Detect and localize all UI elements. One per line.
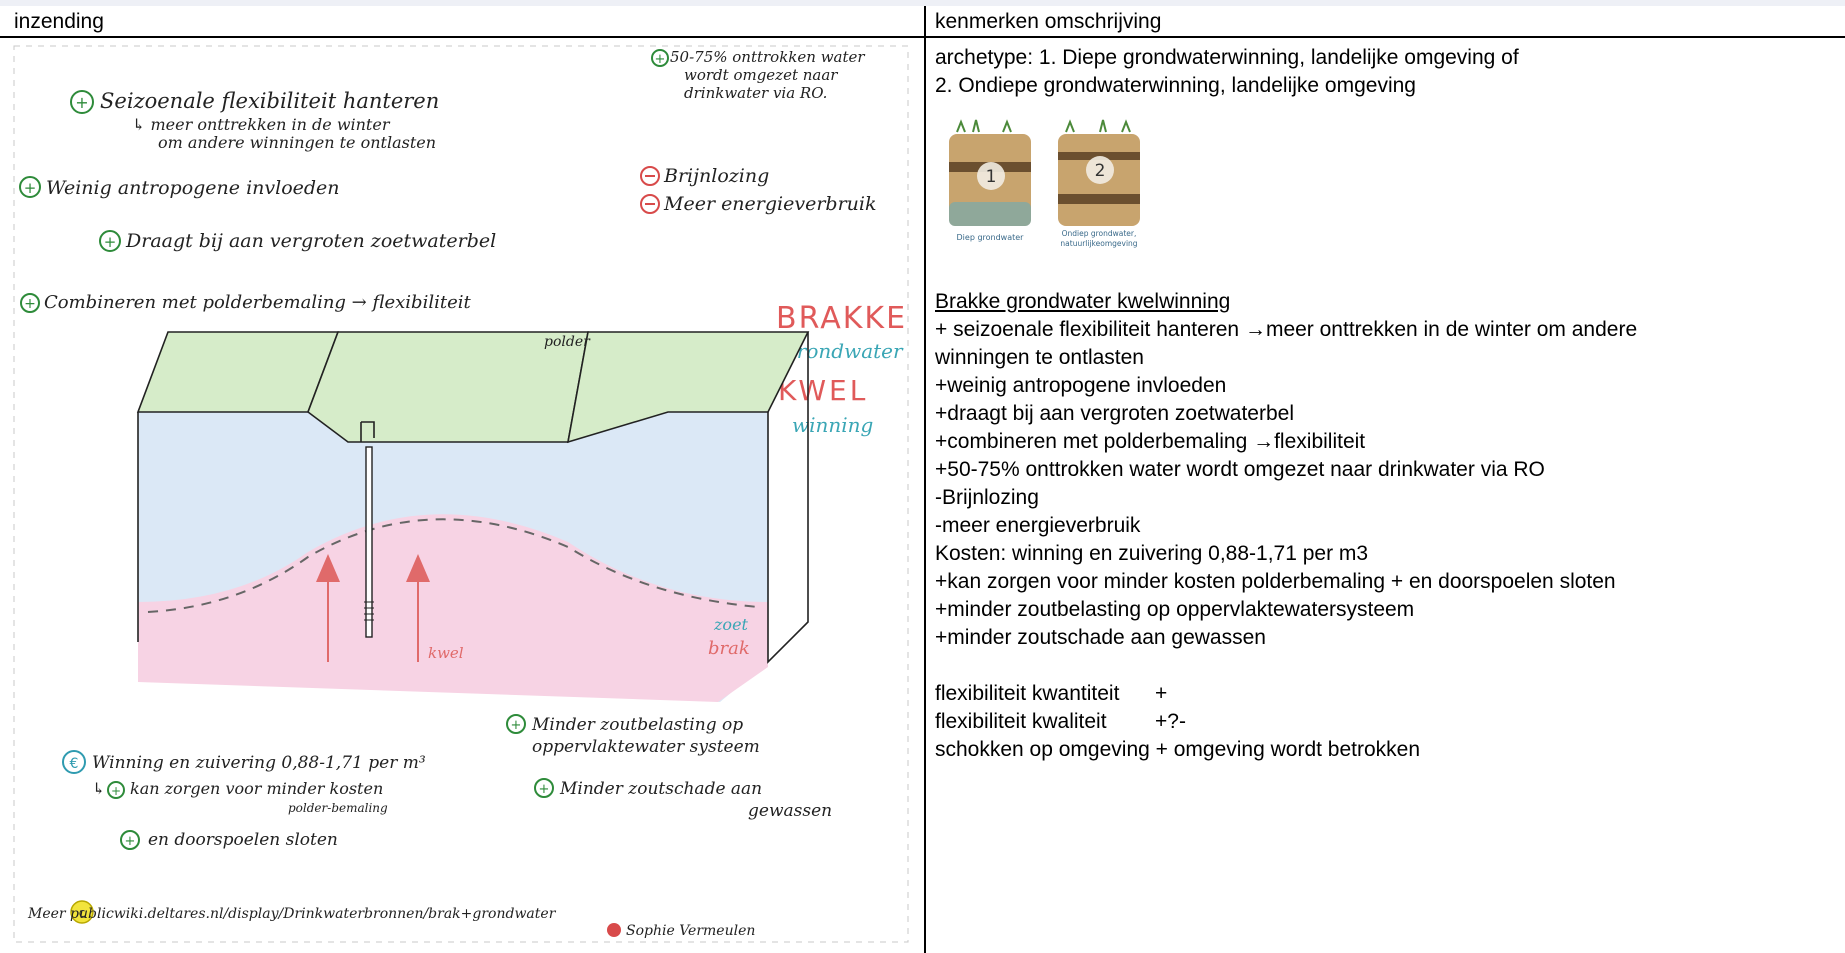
archetype-line-2: 2. Ondiepe grondwaterwinning, landelijke… xyxy=(935,74,1416,97)
label-zoet: zoet xyxy=(713,615,749,634)
copyright-circle-icon xyxy=(607,923,621,937)
description-column: archetype: 1. Diepe grondwaterwinning, l… xyxy=(935,44,1835,764)
svg-text:€: € xyxy=(70,756,79,772)
note-seizoenale: Seizoenale flexibiliteit hanteren xyxy=(100,89,439,113)
svg-text:+: + xyxy=(24,296,36,312)
euro-circle-icon: € xyxy=(62,750,86,774)
note-brijnlozing: Brijnlozing xyxy=(663,165,769,187)
thumb2-caption-2: natuurlijkeomgeving xyxy=(1060,239,1137,248)
svg-text:+: + xyxy=(539,782,550,797)
svg-text:+: + xyxy=(75,93,88,112)
note-minder-zoutschade: Minder zoutschade aan xyxy=(559,779,762,799)
plus-circle-icon: + xyxy=(70,90,94,114)
title-winning: winning xyxy=(792,413,873,437)
flex-quantity-label: flexibiliteit kwantiteit xyxy=(935,682,1120,705)
note-wordt-omgezet: wordt omgezet naar xyxy=(684,66,838,84)
svg-text:+: + xyxy=(125,834,136,849)
flex-quantity-row: flexibiliteit kwantiteit + xyxy=(935,680,1835,708)
author-name: Sophie Vermeulen xyxy=(626,923,755,939)
desc-line: +minder zoutschade aan gewassen xyxy=(935,626,1266,649)
arrow-glyph: ↳ xyxy=(92,779,105,798)
top-border-fill xyxy=(0,0,1845,6)
upward-arrow-icon xyxy=(316,554,340,662)
sketch-image: + Seizoenale flexibiliteit hanteren ↳ me… xyxy=(8,42,914,947)
plus-circle-icon: + xyxy=(107,781,125,799)
desc-line: +draagt bij aan vergroten zoetwaterbel xyxy=(935,402,1294,425)
desc-line: +minder zoutbelasting op oppervlaktewate… xyxy=(935,598,1415,621)
plus-circle-icon: + xyxy=(506,714,526,734)
note-polder-bemaling: polder-bemaling xyxy=(288,801,388,815)
label-polder: polder xyxy=(544,334,591,350)
plus-circle-icon: + xyxy=(20,293,40,313)
note-50-75: 50-75% onttrokken water xyxy=(670,48,865,66)
note-doorspoelen: en doorspoelen sloten xyxy=(148,830,338,850)
note-oppervlaktewater: oppervlaktewater systeem xyxy=(532,737,760,757)
note-minder-kosten: kan zorgen voor minder kosten xyxy=(130,779,383,798)
plus-circle-icon: + xyxy=(19,176,41,198)
desc-line: +50-75% onttrokken water wordt omgezet n… xyxy=(935,458,1545,481)
column-divider xyxy=(924,6,926,953)
copyright-circle-icon: c xyxy=(70,900,94,924)
note-energie: Meer energieverbruik xyxy=(663,193,877,215)
archetype-thumbnail-2: 2 Ondiep grondwater, natuurlijkeomgeving xyxy=(1052,110,1147,252)
shocks-line: schokken op omgeving + omgeving wordt be… xyxy=(935,738,1421,761)
header-divider xyxy=(0,36,1845,38)
plus-circle-icon: + xyxy=(120,830,140,850)
desc-line: + seizoenale flexibiliteit hanteren →mee… xyxy=(935,318,1638,341)
title-brakke: BRAKKE xyxy=(776,301,907,336)
svg-text:+: + xyxy=(511,718,522,733)
desc-line: +kan zorgen voor minder kosten polderbem… xyxy=(935,570,1616,593)
plus-circle-icon: + xyxy=(651,49,669,67)
title-kwel: KWEL xyxy=(778,374,868,407)
plus-circle-icon: + xyxy=(534,778,554,798)
flex-quality-row: flexibiliteit kwaliteit +?- xyxy=(935,708,1835,736)
plus-circle-icon: + xyxy=(99,230,121,252)
title-grondwater: grondwater xyxy=(784,339,904,363)
thumb2-number: 2 xyxy=(1095,161,1106,181)
polder-diagram: polder zoet brak kwel xyxy=(136,331,810,702)
desc-line: winningen te ontlasten xyxy=(935,346,1144,369)
note-andere-winningen: om andere winningen te ontlasten xyxy=(158,133,436,152)
footer-link-text: Meer publicwiki.deltares.nl/display/Drin… xyxy=(27,906,557,922)
archetype-thumbnails: 1 Diep grondwater 2 Ondiep grondwater, n… xyxy=(943,110,1835,252)
svg-text:+: + xyxy=(111,784,121,798)
note-combineren: Combineren met polderbemaling → flexibil… xyxy=(44,292,471,313)
note-meer-onttrekken: ↳ meer onttrekken in de winter xyxy=(132,115,391,134)
note-minder-zoutbelasting: Minder zoutbelasting op xyxy=(531,715,743,735)
desc-line: +weinig antropogene invloeden xyxy=(935,374,1227,397)
note-draagt-bij: Draagt bij aan vergroten zoetwaterbel xyxy=(125,230,496,252)
thumb1-caption: Diep grondwater xyxy=(957,233,1025,242)
archetype-line-1: archetype: 1. Diepe grondwaterwinning, l… xyxy=(935,46,1519,69)
flex-quality-value: +?- xyxy=(1155,710,1186,733)
flex-quantity-value: + xyxy=(1155,682,1168,705)
note-weinig: Weinig antropogene invloeden xyxy=(46,177,340,199)
desc-line: +combineren met polderbemaling →flexibil… xyxy=(935,430,1366,453)
svg-text:+: + xyxy=(24,179,37,197)
desc-line: -meer energieverbruik xyxy=(935,514,1141,537)
archetype-thumbnail-1: 1 Diep grondwater xyxy=(943,110,1038,252)
label-brak: brak xyxy=(708,638,750,659)
minus-circle-icon xyxy=(640,194,660,214)
upward-arrow-icon xyxy=(406,554,430,662)
flex-quality-label: flexibiliteit kwaliteit xyxy=(935,710,1107,733)
svg-text:+: + xyxy=(104,233,117,251)
column-header-kenmerken: kenmerken omschrijving xyxy=(935,10,1162,33)
note-drinkwater-ro: drinkwater via RO. xyxy=(684,84,827,102)
label-kwel: kwel xyxy=(428,644,464,662)
note-winning-zuivering: Winning en zuivering 0,88-1,71 per m³ xyxy=(92,753,426,773)
thumb1-number: 1 xyxy=(986,167,997,187)
svg-text:c: c xyxy=(79,906,86,920)
svg-text:+: + xyxy=(655,52,666,67)
desc-line: -Brijnlozing xyxy=(935,486,1039,509)
minus-circle-icon xyxy=(640,166,660,186)
note-gewassen: gewassen xyxy=(748,801,832,821)
column-header-inzending: inzending xyxy=(14,10,104,33)
thumb2-caption-1: Ondiep grondwater, xyxy=(1062,229,1137,238)
desc-line: Kosten: winning en zuivering 0,88-1,71 p… xyxy=(935,542,1369,565)
section-title: Brakke grondwater kwelwinning xyxy=(935,290,1231,313)
